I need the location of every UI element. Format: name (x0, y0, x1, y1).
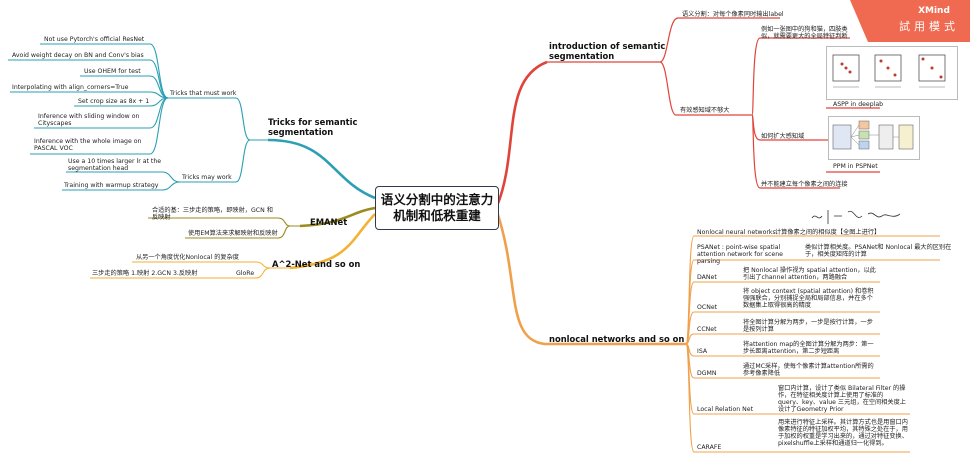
trick-item[interactable]: Use a 10 times larger lr at the segmenta… (68, 158, 162, 173)
nonlocal-item-desc: 计算像素之间的相似度【全图上进行】 (775, 229, 881, 236)
nonlocal-item-desc: 将全图计算分解为两步，一步是按行计算，一步是按列计算 (743, 319, 873, 334)
nonlocal-formula-image (808, 206, 908, 228)
tricks-connector (267, 138, 376, 200)
trick-item[interactable]: Set crop size as 8x + 1 (78, 98, 150, 105)
central-topic[interactable]: 语义分割中的注意力机制和低秩重建 (375, 186, 499, 230)
emanet-connector (299, 206, 376, 228)
nonlocal-item-name[interactable]: OCNet (697, 304, 718, 311)
ppm-diagram-image (828, 116, 920, 160)
aspp-diagram-image (826, 46, 958, 100)
trick-item[interactable]: Interpolating with align_corners=True (12, 84, 129, 91)
a2net-item[interactable]: 从另一个角度优化Nonlocal 的复杂度 (136, 254, 239, 261)
no-relation-node[interactable]: 并不能建立每个像素之间的连接 (761, 181, 848, 188)
glore-desc: 三步走的策略 1.映射 2.GCN 3.反映射 (92, 270, 198, 277)
glore-node[interactable]: GloRe (236, 270, 255, 277)
nonlocal-item-desc: 把 Nonlocal 操作视为 spatial attention，以此引出了c… (743, 267, 876, 282)
nonlocal-item-desc: 窗口内计算，设计了类似 Bilateral Filter 的操作，在特征相关度计… (778, 385, 906, 414)
tricks-may-node[interactable]: Tricks may work (182, 174, 232, 181)
receptive-example-node[interactable]: 例如一张图中的狗和猫，四肢类似，就需要更大的全局特征判断 (761, 26, 848, 41)
nonlocal-item-desc: 将attention map的全图计算分解为两步：第一步长距离attention… (743, 341, 874, 356)
trick-item[interactable]: Inference with the whole image on PASCAL… (34, 138, 142, 153)
intro-task-node[interactable]: 语义分割：对每个像素同时输出label (682, 11, 784, 18)
nonlocal-item-desc: 将 object context (spatial attention) 和卷积… (743, 288, 874, 310)
nonlocal-item-name[interactable]: Nonlocal neural networks (697, 229, 776, 236)
branch-intro[interactable]: introduction of semantic segmentation (549, 41, 666, 61)
aspp-caption: ASPP in deeplab (833, 101, 884, 108)
nonlocal-item-name[interactable]: DGMN (697, 370, 717, 377)
trick-item[interactable]: Inference with sliding window on Citysca… (38, 113, 140, 128)
intro-connector (495, 60, 548, 207)
badge-brand: XMind (918, 6, 950, 16)
ppm-caption: PPM in PSPNet (833, 163, 878, 170)
trick-item[interactable]: Avoid weight decay on BN and Conv's bias (12, 52, 144, 59)
emanet-item[interactable]: 使用EM算法来求解映射和反映射 (188, 230, 278, 237)
branch-emanet[interactable]: EMANet (310, 217, 348, 227)
trick-item[interactable]: Training with warmup strategy (64, 182, 159, 189)
nonlocal-item-name[interactable]: Local Relation Net (697, 406, 754, 413)
trial-mode-badge: XMind 試用模式 (850, 0, 970, 42)
badge-mode: 試用模式 (899, 20, 959, 33)
nonlocal-item-name[interactable]: PSANet : point-wise spatial attention ne… (697, 244, 783, 266)
nonlocal-item-name[interactable]: CARAFE (697, 444, 722, 451)
nonlocal-item-name[interactable]: DANet (697, 274, 717, 281)
nonlocal-item-desc: 用来进行特征上采样。其计算方式也是用窗口内像素特征的特征加权平均，其特殊之处在于… (778, 419, 908, 448)
a2net-connector (289, 213, 376, 270)
nonlocal-item-desc: 通过MC采样，使每个像素计算attention所需的参考像素降低 (743, 363, 874, 378)
trick-item[interactable]: Use OHEM for test (84, 68, 141, 75)
central-topic-label: 语义分割中的注意力机制和低秩重建 (380, 192, 494, 223)
nonlocal-item-name[interactable]: CCNet (697, 326, 717, 333)
nonlocal-connector (495, 211, 686, 346)
nonlocal-item-desc: 类似计算相关度。PSANet和 Nonlocal 最大的区别在于，相关度矩阵的计… (805, 244, 952, 259)
branch-a2net[interactable]: A^2-Net and so on (272, 259, 361, 269)
branch-tricks[interactable]: Tricks for semantic segmentation (268, 117, 358, 137)
nonlocal-item-name[interactable]: ISA (697, 348, 708, 355)
tricks-must-node[interactable]: Tricks that must work (170, 90, 237, 97)
emanet-item[interactable]: 合适的基：三步走的策略，即映射，GCN 和反映射 (152, 207, 273, 222)
receptive-field-node[interactable]: 有效感知域不够大 (680, 107, 730, 114)
branch-nonlocal[interactable]: nonlocal networks and so on (549, 334, 685, 344)
trick-item[interactable]: Not use Pytorch's official ResNet (44, 36, 145, 43)
enlarge-field-node[interactable]: 如何扩大感知域 (761, 133, 805, 140)
